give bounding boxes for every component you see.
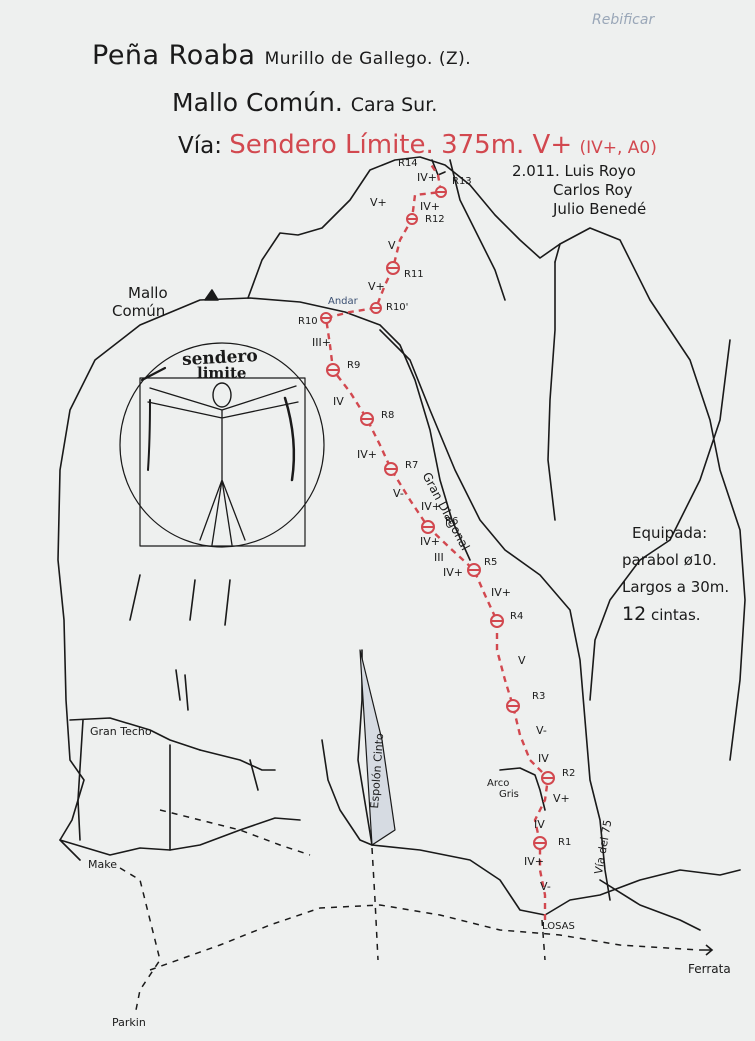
pitch-grade: V+: [368, 280, 385, 293]
label-gris: Gris: [499, 789, 519, 800]
belay-r12-icon: [406, 213, 418, 225]
route-prefix: Vía:: [178, 133, 222, 159]
stamp-text: Rebificar: [592, 12, 655, 28]
location: Murillo de Gallego. (Z).: [264, 49, 472, 69]
label-andar: Andar: [328, 296, 358, 307]
belay-label: R6: [445, 516, 459, 527]
pitch-grade: V-: [393, 487, 404, 500]
belay-label: R7: [405, 460, 419, 471]
label-parkin: Parkin: [112, 1016, 146, 1029]
pitch-grade: IV+: [357, 448, 377, 461]
pitch-grade: IV+: [417, 171, 437, 184]
label-comun: Común: [112, 302, 166, 320]
pitch-grade: IV+: [443, 566, 463, 579]
pitch-grade: IV+: [420, 535, 440, 548]
label-ferrata: Ferrata: [688, 962, 731, 976]
climber-1: Luis Royo: [564, 162, 636, 180]
belay-label: R12: [425, 214, 445, 225]
belay-label: R14: [398, 158, 418, 169]
label-mallo: Mallo: [128, 284, 168, 302]
route-title: Vía: Sendero Límite. 375m. V+ (IV+, A0): [178, 130, 657, 160]
equipment-title: Equipada:: [632, 524, 708, 542]
belay-r6-icon: [421, 520, 435, 534]
ascent-date: 2.011.: [512, 162, 560, 180]
mallo-comun-outline: [57, 297, 471, 861]
label-gran-techo: Gran Techo: [90, 725, 152, 738]
logo-line2: limite: [197, 364, 247, 382]
pitch-grade: IV+: [420, 200, 440, 213]
pitch-grade: V-: [540, 880, 551, 893]
route-line: [324, 162, 550, 920]
belay-r8-icon: [360, 412, 374, 426]
pitch-grade: V+: [553, 792, 570, 805]
belay-label: R4: [510, 611, 524, 622]
belay-r13-icon: [435, 186, 447, 198]
pitch-grade: IV+: [491, 586, 511, 599]
route-name: Sendero Límite.: [229, 130, 434, 160]
belay-label: R3: [532, 691, 546, 702]
climber-3: Julio Benedé: [553, 200, 647, 218]
label-make: Make: [88, 858, 117, 871]
face-title: Mallo Común. Cara Sur.: [172, 88, 437, 117]
pitch-grade: V+: [370, 196, 387, 209]
equipment-notes: Equipada: parabol ø10. Largos a 30m. 12 …: [622, 520, 729, 629]
belay-r10-icon: [320, 312, 332, 324]
face-side: Cara Sur.: [350, 94, 438, 116]
pitch-grade: IV+: [524, 855, 544, 868]
peak-title: Peña Roaba Murillo de Gallego. (Z).: [92, 40, 471, 71]
pitch-grade: IV+: [421, 500, 441, 513]
pitch-grade: IV: [333, 395, 344, 408]
face-name: Mallo Común.: [172, 88, 343, 117]
climber-2: Carlos Roy: [553, 181, 633, 199]
gran-diagonal-line: [379, 329, 611, 901]
route-alt-grade: (IV+, A0): [579, 138, 657, 158]
label-arco: Arco: [487, 778, 510, 789]
pitch-grade: V: [518, 654, 526, 667]
route-length-grade: 375m. V+: [441, 130, 573, 160]
equipment-pitch-length: Largos a 30m.: [622, 578, 730, 596]
first-ascent: 2.011. Luis Royo Carlos Roy Julio Benedé: [512, 162, 646, 219]
belay-r9-icon: [326, 363, 340, 377]
pitch-grade: III+: [312, 336, 331, 349]
belay-label: R11: [404, 269, 424, 280]
equipment-bolts: parabol ø10.: [622, 551, 717, 569]
belay-label: R9: [347, 360, 361, 371]
pitch-grade: V-: [536, 724, 547, 737]
pitch-grade: V: [388, 239, 396, 252]
belay-label: R8: [381, 410, 395, 421]
peak-name: Peña Roaba: [92, 40, 256, 71]
belay-label: R10: [298, 316, 318, 327]
belay-label: R1: [558, 837, 572, 848]
pitch-grade: III: [434, 551, 444, 564]
path-main-approach: [149, 904, 701, 971]
belay-r2-icon: [541, 771, 555, 785]
belay-label: R5: [484, 557, 498, 568]
belay-r5-icon: [467, 563, 481, 577]
belay-r7-icon: [384, 462, 398, 476]
pitch-grade: IV: [534, 818, 545, 831]
quickdraws-count: 12: [622, 603, 647, 625]
belay-r11-icon: [386, 261, 400, 275]
ferrata-arrow-icon: [700, 944, 714, 956]
belay-r3-icon: [506, 699, 520, 713]
belay-label: R13: [452, 176, 472, 187]
belay-r10b-icon: [370, 302, 382, 314]
pitch-grade: IV: [538, 752, 549, 765]
path-make: [119, 867, 161, 1016]
label-losas: LOSAS: [542, 921, 575, 932]
quickdraws-label: cintas.: [650, 606, 701, 624]
belay-r4-icon: [490, 614, 504, 628]
belay-label: R2: [562, 768, 576, 779]
belay-r1-icon: [533, 836, 547, 850]
belay-label: R10': [386, 302, 409, 313]
